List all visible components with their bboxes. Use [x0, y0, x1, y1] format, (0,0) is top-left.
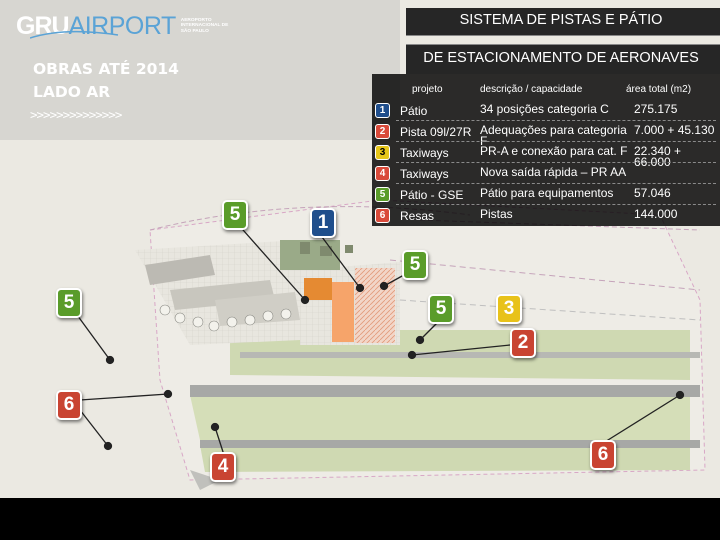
row-project: Taxiways [400, 146, 449, 160]
table-row: 5 Pátio - GSE Pátio para equipamentos 57… [372, 184, 720, 205]
table-row: 2 Pista 09l/27R Adequações para categori… [372, 121, 720, 147]
row-description: 34 posições categoria C [480, 102, 609, 116]
map-marker-4[interactable]: 4 [210, 452, 236, 482]
column-header-description: descrição / capacidade [480, 84, 583, 95]
map-marker-6[interactable]: 6 [590, 440, 616, 470]
row-number-badge: 4 [375, 166, 390, 181]
table-row: 6 Resas Pistas 144.000 [372, 205, 720, 226]
row-number-badge: 3 [375, 145, 390, 160]
map-marker-1[interactable]: 1 [310, 208, 336, 238]
header-title-line-2: DE ESTACIONAMENTO DE AERONAVES [423, 50, 699, 66]
map-marker-5[interactable]: 5 [56, 288, 82, 318]
table-row: 3 Taxiways PR-A e conexão para cat. F 22… [372, 142, 720, 168]
row-project: Pista 09l/27R [400, 125, 472, 139]
column-header-area: área total (m2) [626, 84, 692, 95]
row-number-badge: 5 [375, 187, 390, 202]
row-area: 144.000 [634, 207, 678, 221]
table-row: 1 Pátio 34 posições categoria C 275.175 [372, 100, 720, 121]
row-area: 275.175 [634, 102, 678, 116]
map-marker-2[interactable]: 2 [510, 328, 536, 358]
row-project: Taxiways [400, 167, 449, 181]
map-marker-3[interactable]: 3 [496, 294, 522, 324]
row-description: PR-A e conexão para cat. F [480, 144, 628, 158]
row-project: Pátio [400, 104, 428, 118]
row-number-badge: 6 [375, 208, 390, 223]
row-project: Resas [400, 209, 435, 223]
footer-bar [0, 498, 720, 540]
header-ribbon-top [406, 8, 720, 36]
row-project: Pátio - GSE [400, 188, 464, 202]
column-header-project: projeto [412, 84, 443, 95]
logo-subtitle: AEROPORTO INTERNACIONAL DE SÃO PAULO [180, 17, 229, 34]
map-marker-5[interactable]: 5 [428, 294, 454, 324]
row-description: Nova saída rápida – PR AA [480, 165, 627, 179]
decorative-arrows: >>>>>>>>>>>>>> [30, 107, 122, 122]
row-description: Pátio para equipamentos [480, 186, 614, 200]
table-row: 4 Taxiways Nova saída rápida – PR AA [372, 163, 720, 184]
page-title: OBRAS ATÉ 2014 LADO AR [33, 60, 179, 101]
logo-brand-light: AIRPORT [68, 11, 177, 40]
row-description: Pistas [480, 207, 513, 221]
row-number-badge: 2 [375, 124, 390, 139]
header-title-line-1: SISTEMA DE PISTAS E PÁTIO [459, 12, 663, 28]
map-marker-6[interactable]: 6 [56, 390, 82, 420]
logo-swoosh-icon [30, 30, 119, 39]
header-ribbon-bottom [406, 44, 720, 74]
row-area: 7.000 + 45.130 [634, 123, 715, 137]
row-area: 57.046 [634, 186, 671, 200]
map-marker-5[interactable]: 5 [402, 250, 428, 280]
row-number-badge: 1 [375, 103, 390, 118]
map-marker-5[interactable]: 5 [222, 200, 248, 230]
projects-table [372, 74, 720, 226]
